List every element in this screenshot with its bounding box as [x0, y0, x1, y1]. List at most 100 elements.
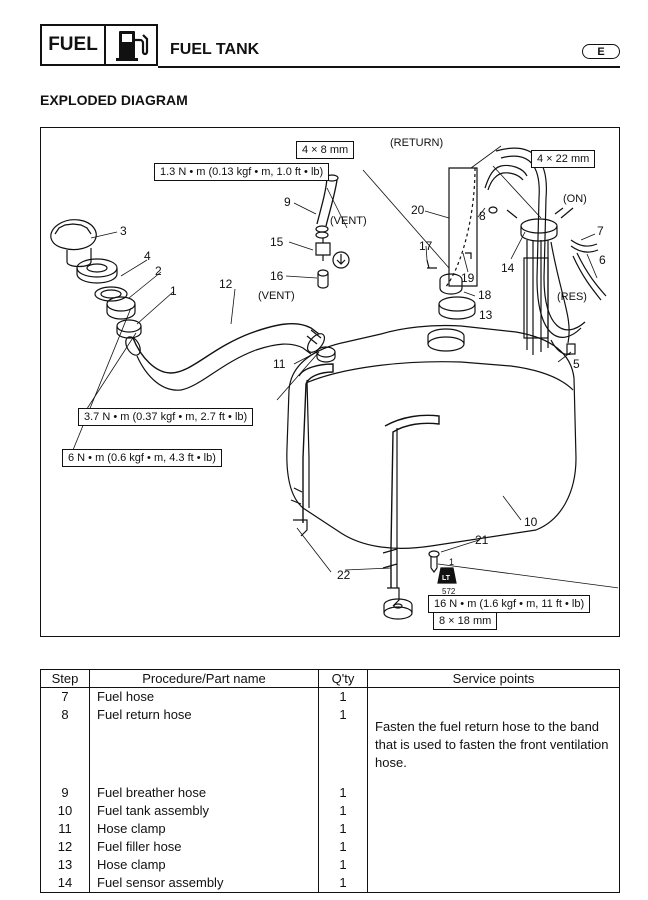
qty-cell: 1 — [318, 802, 368, 820]
callout-1: 1 — [170, 284, 177, 298]
leader-lines — [72, 145, 618, 589]
filler-cap-assembly — [50, 219, 142, 339]
loctite-symbol — [437, 567, 457, 584]
torque-spec-1-3: 1.3 N • m (0.13 kgf • m, 1.0 ft • lb) — [154, 163, 330, 181]
step-cell: 14 — [40, 874, 90, 893]
callout-6: 6 — [599, 253, 606, 267]
table-header-row: Step Procedure/Part name Q'ty Service po… — [40, 669, 620, 688]
service-cell — [367, 802, 620, 820]
torque-spec-3-7: 3.7 N • m (0.37 kgf • m, 2.7 ft • lb) — [78, 408, 254, 426]
table-row: 7 Fuel hose 1 — [40, 687, 620, 706]
qty-cell: 1 — [318, 706, 368, 784]
bolt-size-4x8: 4 × 8 mm — [296, 141, 355, 159]
table-row: 11 Hose clamp 1 — [40, 820, 620, 838]
torque-spec-6: 6 N • m (0.6 kgf • m, 4.3 ft • lb) — [62, 449, 222, 467]
header-service: Service points — [367, 669, 620, 688]
callout-8: 8 — [479, 209, 486, 223]
callout-18: 18 — [478, 288, 492, 302]
chapter-label: FUEL — [42, 26, 106, 64]
step-cell: 8 — [40, 706, 90, 784]
callout-17: 17 — [419, 239, 433, 253]
service-cell — [367, 784, 620, 802]
return-label: (RETURN) — [390, 137, 444, 149]
vent-label-bottom: (VENT) — [258, 290, 295, 302]
header-divider — [158, 66, 620, 68]
part-name-cell: Fuel sensor assembly — [89, 874, 319, 893]
callout-20: 20 — [411, 203, 425, 217]
diagram-drawing — [50, 145, 618, 620]
step-cell: 9 — [40, 784, 90, 802]
callout-12: 12 — [219, 277, 233, 291]
callout-10: 10 — [524, 515, 538, 529]
qty-cell: 1 — [318, 687, 368, 706]
parts-table: Step Procedure/Part name Q'ty Service po… — [40, 669, 620, 893]
qty-cell: 1 — [318, 838, 368, 856]
exploded-diagram: 4 × 8 mm 4 × 22 mm 1.3 N • m (0.13 kgf •… — [40, 127, 620, 637]
torque-spec-16: 16 N • m (1.6 kgf • m, 11 ft • lb) — [428, 595, 591, 613]
language-badge: E — [582, 44, 620, 59]
screw-21 — [428, 550, 440, 573]
table-row: 14 Fuel sensor assembly 1 — [40, 874, 620, 893]
service-cell — [367, 687, 620, 706]
chapter-tab: FUEL — [40, 24, 158, 66]
part-name-cell: Hose clamp — [89, 820, 319, 838]
table-row: 9 Fuel breather hose 1 — [40, 784, 620, 802]
step-cell: 12 — [40, 838, 90, 856]
callout-3: 3 — [120, 224, 127, 238]
bolt-size-8x18: 8 × 18 mm — [433, 612, 498, 630]
service-cell — [367, 838, 620, 856]
callout-11: 11 — [273, 357, 286, 371]
callout-13: 13 — [479, 308, 493, 322]
table-row: 10 Fuel tank assembly 1 — [40, 802, 620, 820]
part-name-cell: Fuel filler hose — [89, 838, 319, 856]
callout-4: 4 — [144, 249, 151, 263]
service-cell — [367, 856, 620, 874]
section-title: FUEL TANK — [170, 41, 260, 58]
table-row: 13 Hose clamp 1 — [40, 856, 620, 874]
callout-5: 5 — [573, 357, 580, 371]
step-cell: 11 — [40, 820, 90, 838]
qty-cell: 1 — [318, 874, 368, 893]
callout-21: 21 — [475, 533, 489, 547]
res-label: (RES) — [557, 291, 587, 303]
fuel-tank-shape — [286, 324, 577, 620]
service-cell: Fasten the fuel return hose to the band … — [367, 706, 620, 784]
table-row: 8 Fuel return hose 1 Fasten the fuel ret… — [40, 706, 620, 784]
header-procedure: Procedure/Part name — [89, 669, 319, 688]
callout-15: 15 — [270, 235, 284, 249]
callout-2: 2 — [155, 264, 162, 278]
bolt-size-4x22: 4 × 22 mm — [531, 150, 596, 168]
callout-19: 19 — [461, 271, 475, 285]
qty-cell: 1 — [318, 784, 368, 802]
loctite-code: 572 — [442, 587, 456, 596]
service-cell — [367, 820, 620, 838]
service-cell — [367, 874, 620, 893]
table-row: 12 Fuel filler hose 1 — [40, 838, 620, 856]
loctite-level: 1 — [449, 557, 455, 567]
part-name-cell: Fuel hose — [89, 687, 319, 706]
diagram-heading: EXPLODED DIAGRAM — [40, 92, 188, 108]
step-cell: 7 — [40, 687, 90, 706]
callout-9: 9 — [284, 195, 291, 209]
qty-cell: 1 — [318, 856, 368, 874]
breather-valve — [315, 174, 350, 289]
callout-14: 14 — [501, 261, 515, 275]
fuel-pump-icon — [106, 26, 156, 64]
part-name-cell: Fuel tank assembly — [89, 802, 319, 820]
part-name-cell: Fuel return hose — [89, 706, 319, 784]
callout-7: 7 — [597, 224, 604, 238]
part-name-cell: Fuel breather hose — [89, 784, 319, 802]
part-name-cell: Hose clamp — [89, 856, 319, 874]
callout-16: 16 — [270, 269, 284, 283]
vent-label-top: (VENT) — [330, 215, 367, 227]
filler-hose — [125, 322, 336, 391]
step-cell: 10 — [40, 802, 90, 820]
fuel-sensor-assembly — [506, 207, 607, 355]
step-cell: 13 — [40, 856, 90, 874]
page-header: FUEL FUEL TANK E — [40, 24, 620, 68]
qty-cell: 1 — [318, 820, 368, 838]
on-label: (ON) — [563, 193, 587, 205]
callout-22: 22 — [337, 568, 351, 582]
header-qty: Q'ty — [318, 669, 368, 688]
return-hose — [426, 147, 586, 338]
